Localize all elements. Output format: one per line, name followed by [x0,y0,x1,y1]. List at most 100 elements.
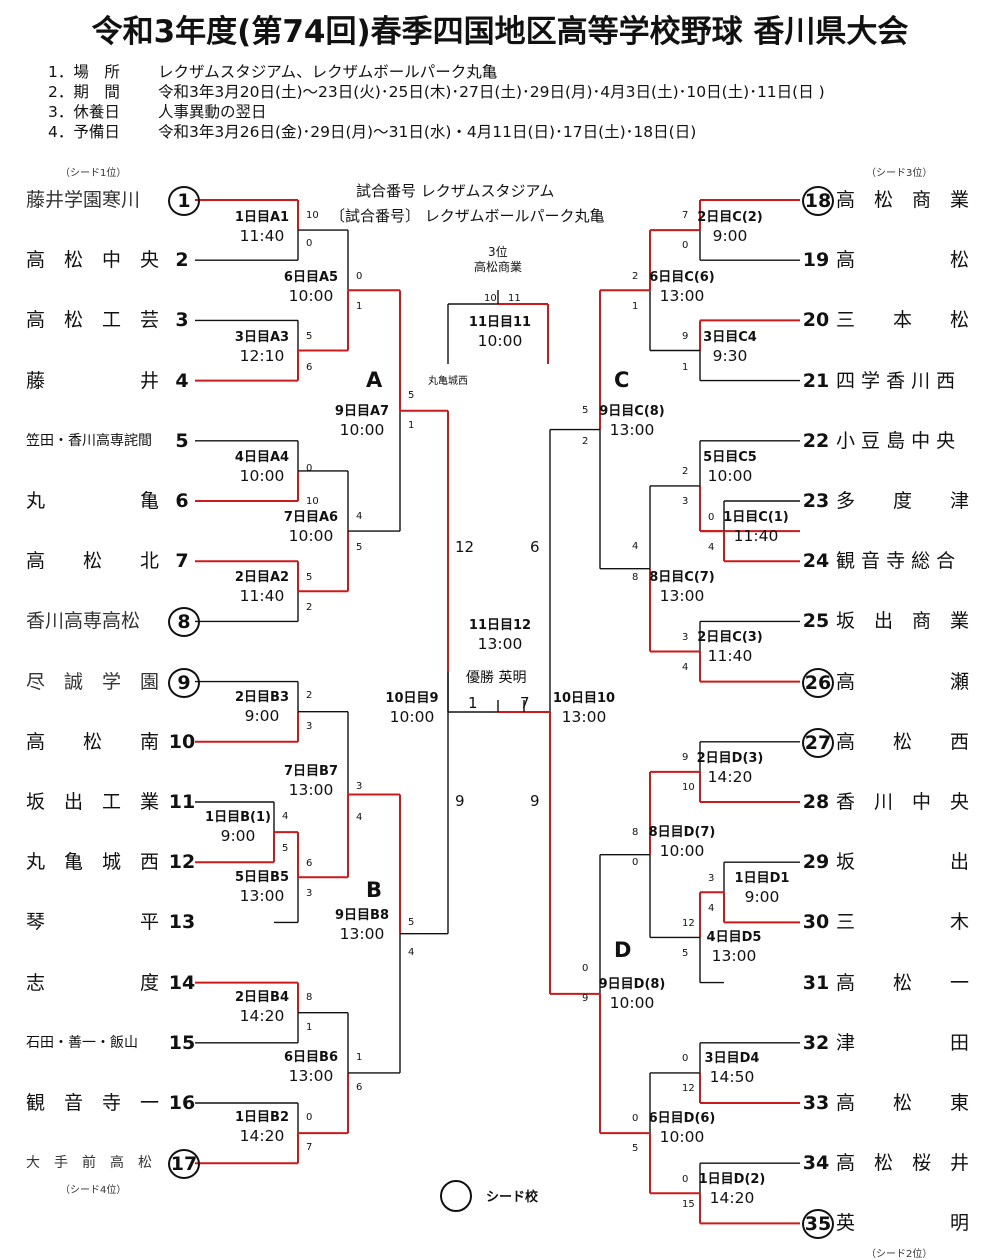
team-name: 三 本 松 [836,309,970,332]
team-number: 32 [802,1031,830,1054]
game-id: 5日目B5 [235,870,289,885]
team-number: 13 [168,911,196,934]
team-number: 24 [802,550,830,573]
score-top: 9 [682,331,689,342]
team-name: 藤井学園寒川 [26,189,141,211]
team-number: 12 [168,851,196,874]
game-id: 2日目C(3) [697,630,763,645]
game-time: 10:00 [389,708,435,726]
seed-legend-label: シード校 [486,1190,539,1205]
team-name: 高 松 桜 井 [836,1152,970,1175]
team-number: 2 [175,249,189,272]
seed-circle-icon: 1 [168,186,200,216]
info-line: 2．期 間 令和3年3月20日(土)～23日(火)･25日(木)･27日(土)･2… [48,80,825,102]
score-top: 0 [708,512,715,523]
score-bottom: 5 [682,948,689,959]
venue-legend-stadium: 試合番号 レクザムスタジアム [356,182,555,200]
game-id: 6日目C(6) [649,270,715,285]
team-number: 33 [802,1092,830,1114]
game-id: 9日目B8 [335,908,389,923]
game-time: 11:40 [707,647,753,665]
game-id: 2日目A2 [234,570,290,585]
score-bottom: 0 [632,857,639,868]
score-top: 5 [306,331,313,342]
team-name: 高 瀬 [836,670,970,693]
score-top: 5 [408,917,415,928]
team-name: 高 松 中 央 [26,249,160,272]
game-id: 6日目D(6) [648,1111,716,1126]
game-label: 1日目C(1)11:40 [712,509,800,545]
team-name: 尽 誠 学 園 [26,670,160,693]
score-bottom: 4 [708,542,715,553]
team-name: 大 手 前 高 松 [26,1155,152,1172]
score-bottom: 4 [682,662,689,673]
team-name: 藤 井 [26,369,160,392]
game-id: 2日目B3 [235,690,289,705]
info-key: 4．予備日 [48,123,120,141]
game-id: 5日目C5 [703,450,757,465]
team-number: 21 [802,369,830,392]
score-g9-bottom: 9 [455,792,465,810]
game-id: 2日目D(3) [696,751,764,766]
game-id: 10日目10 [552,691,616,706]
team-name: 丸 亀 城 西 [26,851,160,874]
team-number: 16 [168,1092,196,1114]
game-time: 11:40 [239,587,285,605]
game-id: 4日目A4 [234,450,290,465]
team-name: 高 松 東 [836,1092,970,1114]
team-number: 20 [802,309,830,332]
game-time: 13:00 [659,287,705,305]
score-top: 0 [306,463,313,474]
game-time: 13:00 [659,587,705,605]
game-time: 13:00 [477,635,523,653]
game-id: 3日目C4 [703,330,757,345]
score-g9-top: 12 [455,538,475,556]
game-label: 2日目C(3) 11:40 [686,629,774,665]
team-name: 丸 亀 [26,490,160,512]
third-place-label: 3位 [488,245,508,259]
game-label: 2日目A2 11:40 [218,569,306,605]
game-time: 10:00 [659,842,705,860]
score-g10-top: 6 [530,538,540,556]
seed-circle-icon: 27 [802,727,834,758]
final-score-left: 1 [468,694,478,712]
info-value: 令和3年3月26日(金)･29日(月)～31日(水)・4月11日(日)･17日(… [158,123,697,141]
game-id: 9日目D(8) [598,977,666,992]
game-id: 6日目B6 [284,1050,338,1065]
team-name: 高 松 工 芸 [26,309,160,332]
score-top: 5 [582,405,589,416]
page-title: 令和3年度(第74回)春季四国地区高等学校野球 香川県大会 [91,14,909,50]
team-name: 笠田・香川高専詫間 [26,432,152,449]
game-id: 8日目C(7) [649,570,715,585]
score-g10-bottom: 9 [530,792,540,810]
game-time: 10:00 [339,421,385,439]
score-top: 5 [306,572,313,583]
score-top: 0 [682,1053,689,1064]
team-name: 香川高専高松 [26,610,141,633]
info-key: 2．期 間 [48,83,120,101]
game-time: 9:00 [744,888,780,906]
score-top: 0 [632,1113,639,1124]
game-time: 13:00 [711,947,757,965]
game-label: 8日目D(7)10:00 [638,824,726,860]
info-line: 4．予備日 令和3年3月26日(金)･29日(月)～31日(水)・4月11日(日)… [48,120,696,142]
game-label: 8日目C(7) 13:00 [638,569,726,605]
seed-circle-icon: 35 [802,1209,834,1240]
score-bottom: 6 [306,362,313,373]
score-top: 0 [306,1112,313,1123]
team-name: 高 松 西 [836,730,970,753]
team-name: 四 学 香 川 西 [836,369,956,392]
team-name: 高 松 南 [26,730,160,753]
info-value: 令和3年3月20日(土)～23日(火)･25日(木)･27日(土)･29日(月)… [158,83,825,101]
team-name: 英 明 [836,1212,970,1235]
